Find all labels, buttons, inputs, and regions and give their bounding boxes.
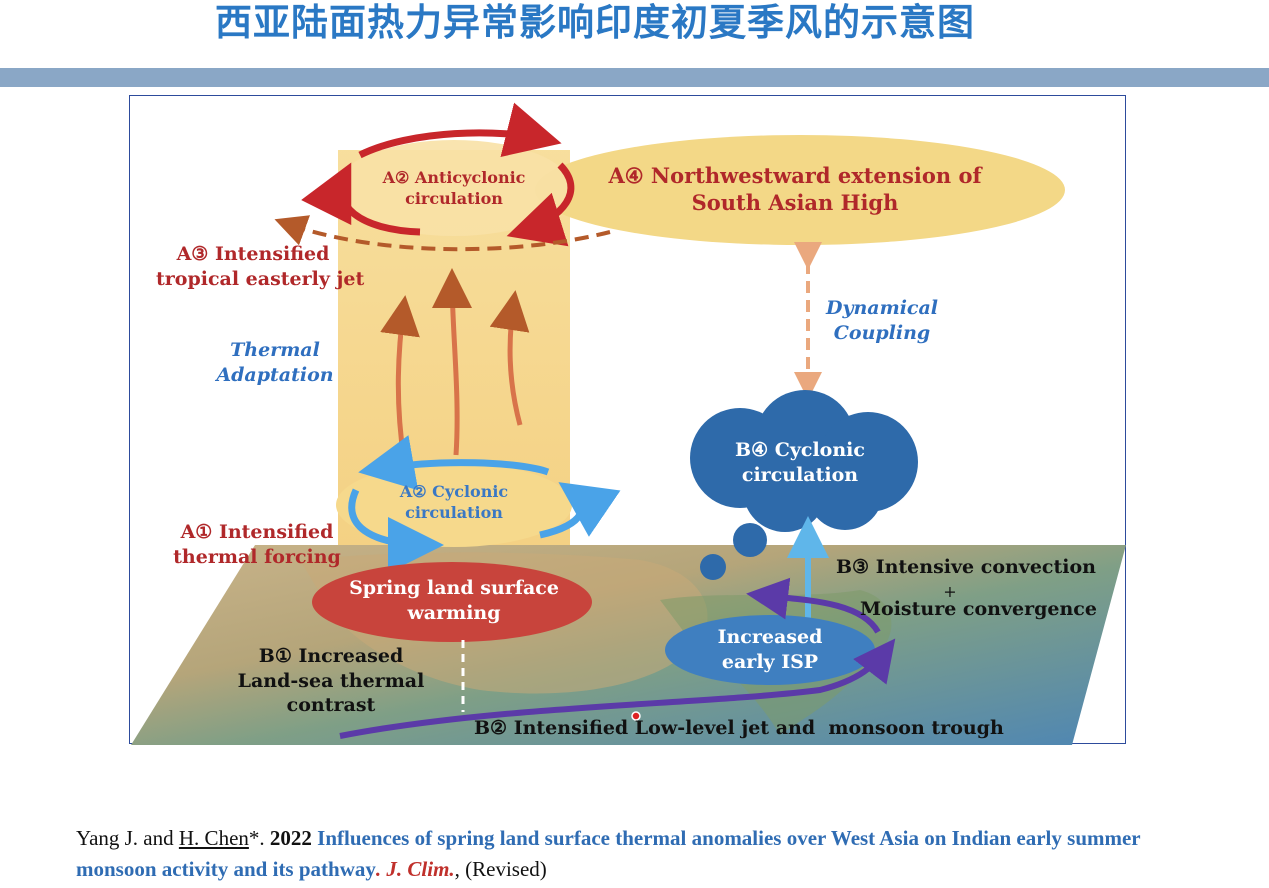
label-b1-contrast-line1: B① Increased xyxy=(258,645,404,667)
label-b2-jet: B② Intensified Low-level jet and monsoon… xyxy=(474,717,1004,739)
label-a2-anticyclonic-line1: A② Anticyclonic xyxy=(382,168,526,187)
marker-dot xyxy=(631,711,641,721)
label-spring-warming-line2: warming xyxy=(407,601,501,624)
label-b1-contrast-line3: contrast xyxy=(286,694,376,717)
label-a2-cyclonic-line1: A② Cyclonic xyxy=(399,482,509,501)
label-a2-anticyclonic-line2: circulation xyxy=(405,188,503,208)
label-thermal-adaptation-line1: Thermal xyxy=(230,339,320,361)
label-spring-warming: Spring land surface warming xyxy=(340,576,568,625)
label-a3-jet-line2: tropical easterly jet xyxy=(156,267,365,290)
label-a2-cyclonic: A② Cyclonic circulation xyxy=(384,482,524,524)
label-a2-cyclonic-line2: circulation xyxy=(405,502,503,522)
label-a1-forcing: A① Intensified thermal forcing xyxy=(172,520,342,569)
page-title: 西亚陆面热力异常影响印度初夏季风的示意图 xyxy=(215,1,975,44)
label-thermal-adaptation-line2: Adaptation xyxy=(216,363,334,386)
label-isp-line1: Increased xyxy=(717,626,823,648)
ref-journal: J. Clim. xyxy=(386,857,455,881)
label-a3-jet-line1: A③ Intensified xyxy=(176,243,330,265)
label-b4-cyclonic: B④ Cyclonic circulation xyxy=(724,438,876,487)
easterly-jet-arrow xyxy=(274,215,611,252)
label-dynamical-coupling-line1: Dynamical xyxy=(825,297,939,319)
label-a3-jet: A③ Intensified tropical easterly jet xyxy=(156,242,365,291)
label-moisture: Moisture convergence xyxy=(860,598,1097,620)
ref-author-chen: H. Chen xyxy=(178,826,249,850)
moisture-arrow xyxy=(746,577,881,634)
label-spring-warming-line1: Spring land surface xyxy=(349,577,559,599)
label-dynamical-coupling: Dynamical Coupling xyxy=(812,296,952,345)
label-a1-forcing-line1: A① Intensified xyxy=(180,521,334,543)
label-b1-contrast: B① Increased Land-sea thermal contrast xyxy=(226,644,436,718)
low-level-jet-arrow xyxy=(339,638,896,739)
cyclone-arrow-left xyxy=(348,488,444,573)
anticyclone-arrow-right xyxy=(506,162,575,247)
cyclone-arrow-top xyxy=(358,435,550,491)
label-plus: + xyxy=(943,582,957,601)
cyclone-arrow-right xyxy=(539,482,621,539)
label-b3-convection: B③ Intensive convection xyxy=(836,556,1096,578)
label-b1-contrast-line2: Land-sea thermal xyxy=(237,669,425,692)
reference-citation: Yang J. and H. Chen*. 2022 Influences of… xyxy=(76,823,1196,885)
label-a4-sah: A④ Northwestward extension of South Asia… xyxy=(600,162,990,217)
label-b4-cyclonic-line1: B④ Cyclonic xyxy=(735,439,865,461)
label-isp-line2: early ISP xyxy=(721,650,819,673)
ref-star: *. xyxy=(248,826,270,850)
label-isp: Increased early ISP xyxy=(700,625,840,674)
label-thermal-adaptation: Thermal Adaptation xyxy=(205,338,345,387)
ref-paper-title: Influences of spring land surface therma… xyxy=(76,826,1141,881)
ref-authors: Yang J. and xyxy=(76,826,179,850)
label-a4-sah-line1: A④ Northwestward extension of xyxy=(608,163,982,188)
anticyclone-arrow-left xyxy=(301,162,421,236)
ref-dot: . xyxy=(375,857,387,881)
rising-arrow-center xyxy=(432,268,473,456)
cloud-shape xyxy=(690,390,918,580)
label-a4-sah-line2: South Asian High xyxy=(691,190,899,216)
rising-arrow-right xyxy=(489,290,530,426)
anticyclone-arrow-top xyxy=(358,102,562,159)
header-bar xyxy=(0,68,1269,87)
sah-ellipse xyxy=(535,135,1065,245)
isp-ellipse xyxy=(665,615,875,685)
ref-status: , (Revised) xyxy=(454,857,547,881)
label-a1-forcing-line2: thermal forcing xyxy=(173,545,341,568)
label-a2-anticyclonic: A② Anticyclonic circulation xyxy=(376,168,532,210)
ref-year: 2022 xyxy=(269,826,312,850)
label-b4-cyclonic-line2: circulation xyxy=(741,463,859,486)
warming-ellipse xyxy=(312,562,592,642)
label-dynamical-coupling-line2: Coupling xyxy=(833,321,931,344)
